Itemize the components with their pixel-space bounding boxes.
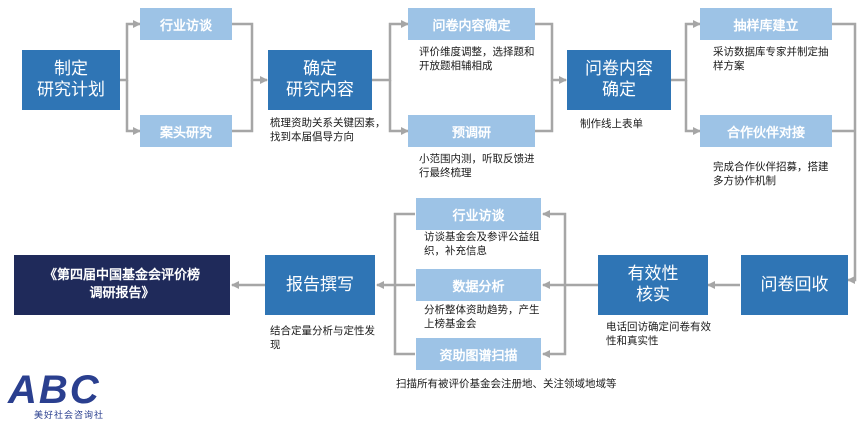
industry-interview-box-2: 行业访谈 (416, 198, 541, 230)
data-analysis-note: 分析整体资助趋势，产生上榜基金会 (424, 304, 540, 330)
logo-subtitle: 美好社会咨询社 (34, 411, 105, 421)
validity-check-box: 有效性 核实 (598, 255, 708, 315)
questionnaire-content-box: 问卷内容 确定 (567, 50, 671, 110)
partner-note: 完成合作伙伴招募，搭建多方协作机制 (713, 161, 829, 187)
partner-box: 合作伙伴对接 (700, 115, 832, 147)
case-study-box: 案头研究 (140, 115, 232, 147)
report-title-box: 《第四届中国基金会评价榜 调研报告》 (14, 255, 230, 315)
confirm-content-note: 梳理资助关系关键因素，找到本届倡导方向 (270, 117, 386, 143)
sample-build-note: 采访数据库专家并制定抽样方案 (713, 46, 829, 72)
plan-research-box: 制定 研究计划 (22, 50, 120, 110)
questionnaire-content-note: 制作线上表单 (580, 118, 643, 130)
questionnaire-collect-box: 问卷回收 (741, 255, 848, 315)
pretest-box: 预调研 (408, 115, 535, 147)
logo-text: ABC (8, 368, 101, 412)
graph-scan-note: 扫描所有被评价基金会注册地、关注领域地域等 (396, 378, 617, 390)
sample-build-box: 抽样库建立 (700, 8, 832, 40)
questionnaire-confirm-box: 问卷内容确定 (408, 8, 535, 40)
industry-interview-note: 访谈基金会及参评公益组织，补充信息 (424, 231, 540, 257)
report-writing-box: 报告撰写 (265, 255, 375, 315)
graph-scan-box: 资助图谱扫描 (416, 338, 541, 370)
validity-check-note: 电话回访确定问卷有效性和真实性 (606, 321, 711, 347)
data-analysis-box: 数据分析 (416, 269, 541, 301)
industry-interview-box: 行业访谈 (140, 8, 232, 40)
confirm-content-box: 确定 研究内容 (268, 50, 372, 110)
report-writing-note: 结合定量分析与定性发现 (270, 325, 375, 351)
abc-logo: ABC 美好社会咨询社 (8, 370, 104, 421)
pretest-note: 小范围内测，听取反馈进行最终梳理 (419, 153, 535, 179)
questionnaire-confirm-note: 评价维度调整，选择题和开放题相辅相成 (419, 46, 535, 72)
